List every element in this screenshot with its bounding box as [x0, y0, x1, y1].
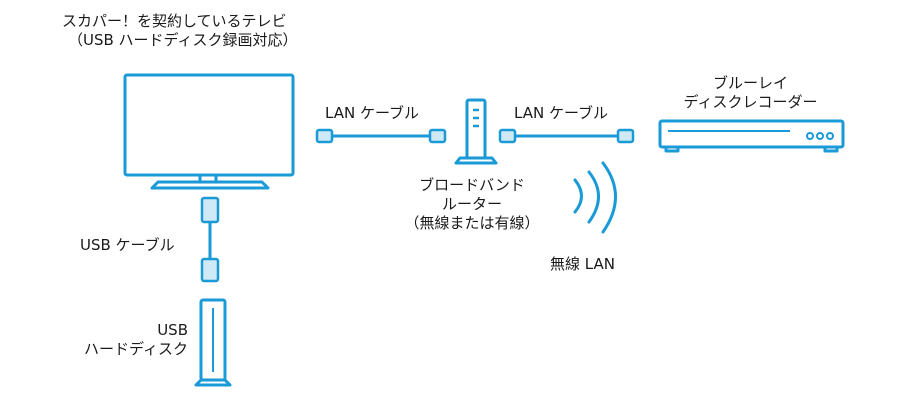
router-label-line3: （無線または有線） [404, 214, 540, 232]
router-label-line2: ルーター [441, 195, 502, 213]
hdd-label: USB ハードディスク [60, 321, 188, 359]
tv-icon [123, 73, 295, 190]
router-label: ブロードバンド ルーター （無線または有線） [397, 176, 547, 233]
usb-cable-label: USB ケーブル [80, 236, 175, 254]
lan-cable-right [498, 128, 635, 144]
bluray-label-line1: ブルーレイ [712, 74, 788, 92]
usb-hdd-icon [194, 298, 232, 387]
bluray-label-line2: ディスクレコーダー [683, 93, 818, 111]
router-icon [454, 98, 498, 165]
hdd-label-line1: USB [157, 321, 188, 339]
bluray-label: ブルーレイ ディスクレコーダー [663, 74, 838, 112]
router-label-line1: ブロードバンド [419, 176, 525, 194]
bluray-recorder-icon [658, 119, 845, 153]
lan-cable-left-label: LAN ケーブル [325, 104, 420, 122]
tv-label-line2: （USB ハードディスク録画対応） [68, 31, 298, 49]
lan-cable-left [315, 128, 447, 144]
tv-label: スカパー！を契約しているテレビ （USB ハードディスク録画対応） [62, 12, 298, 50]
lan-cable-right-label: LAN ケーブル [514, 104, 609, 122]
hdd-label-line2: ハードディスク [84, 340, 188, 358]
wireless-label: 無線 LAN [550, 255, 615, 273]
tv-label-line1: スカパー！を契約しているテレビ [62, 12, 287, 30]
wireless-icon [573, 161, 617, 234]
usb-cable [200, 196, 220, 283]
